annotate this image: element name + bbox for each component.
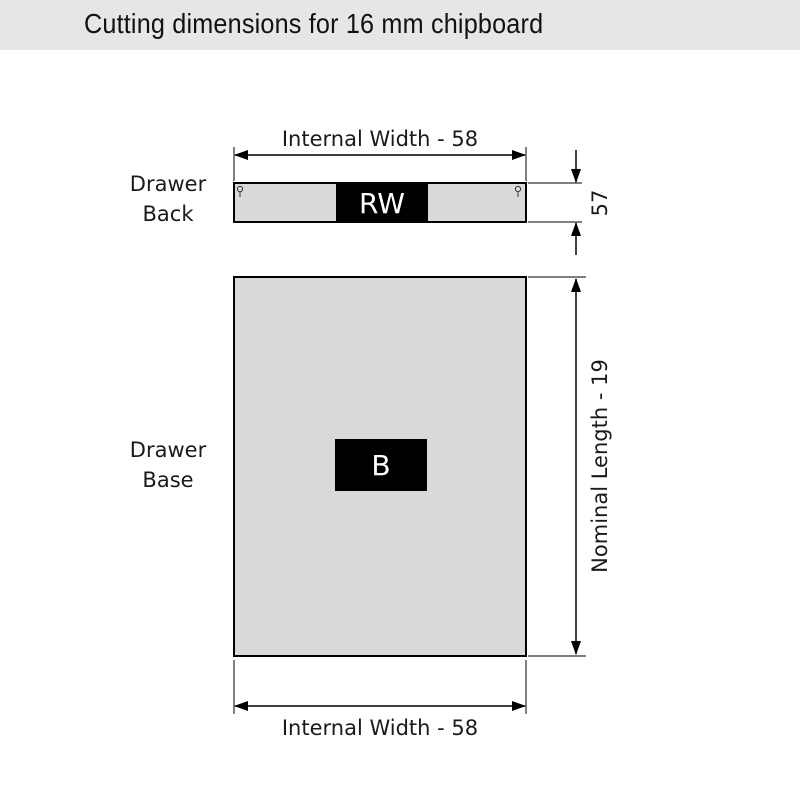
drawer-back-tag-box xyxy=(336,183,428,222)
drawer-back-label-line2: Back xyxy=(143,202,195,226)
drawer-back-tag: RW xyxy=(359,187,405,220)
top-width-dimension-label: Internal Width - 58 xyxy=(282,127,478,151)
bottom-width-dimension-label: Internal Width - 58 xyxy=(282,716,478,740)
drawer-base-tag-box xyxy=(335,439,427,491)
drawer-base-label-line1: Drawer xyxy=(130,438,207,462)
back-height-dimension-label: 57 xyxy=(588,190,612,217)
page-title: Cutting dimensions for 16 mm chipboard xyxy=(84,8,544,39)
drawer-base-tag: B xyxy=(371,449,390,482)
base-length-dimension-label: Nominal Length - 19 xyxy=(588,359,612,573)
drawer-back-label-line1: Drawer xyxy=(130,172,207,196)
hole-marker-left-icon xyxy=(236,185,244,197)
hole-marker-right-icon xyxy=(514,185,522,197)
drawer-base-label-line2: Base xyxy=(142,468,193,492)
title-bar: Cutting dimensions for 16 mm chipboard xyxy=(0,0,800,50)
